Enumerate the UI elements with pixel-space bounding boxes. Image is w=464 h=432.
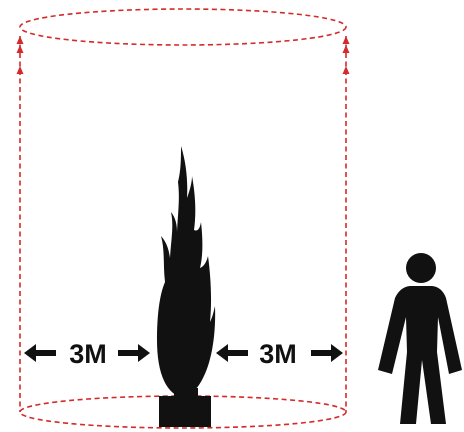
burner-base-icon — [159, 388, 211, 427]
cylinder-top-ellipse — [20, 9, 346, 45]
right-distance-label: 3M — [259, 339, 297, 369]
left-distance-label: 3M — [69, 339, 107, 369]
right-up-arrow-icon — [343, 66, 350, 74]
left-distance-indicator: 3M — [24, 339, 150, 369]
flame-icon — [157, 146, 215, 396]
arrow-left-icon — [216, 344, 248, 362]
left-boundary-line — [17, 36, 24, 412]
arrow-left-icon — [24, 344, 56, 362]
arrow-right-icon — [118, 344, 150, 362]
person-icon — [378, 253, 462, 424]
arrow-right-icon — [311, 344, 343, 362]
right-up-arrow-icon — [343, 36, 350, 44]
right-up-arrow-icon — [343, 45, 350, 53]
left-up-arrow-icon — [17, 66, 24, 74]
right-boundary-line — [343, 36, 350, 412]
left-up-arrow-icon — [17, 45, 24, 53]
right-distance-indicator: 3M — [216, 339, 343, 369]
left-up-arrow-icon — [17, 36, 24, 44]
